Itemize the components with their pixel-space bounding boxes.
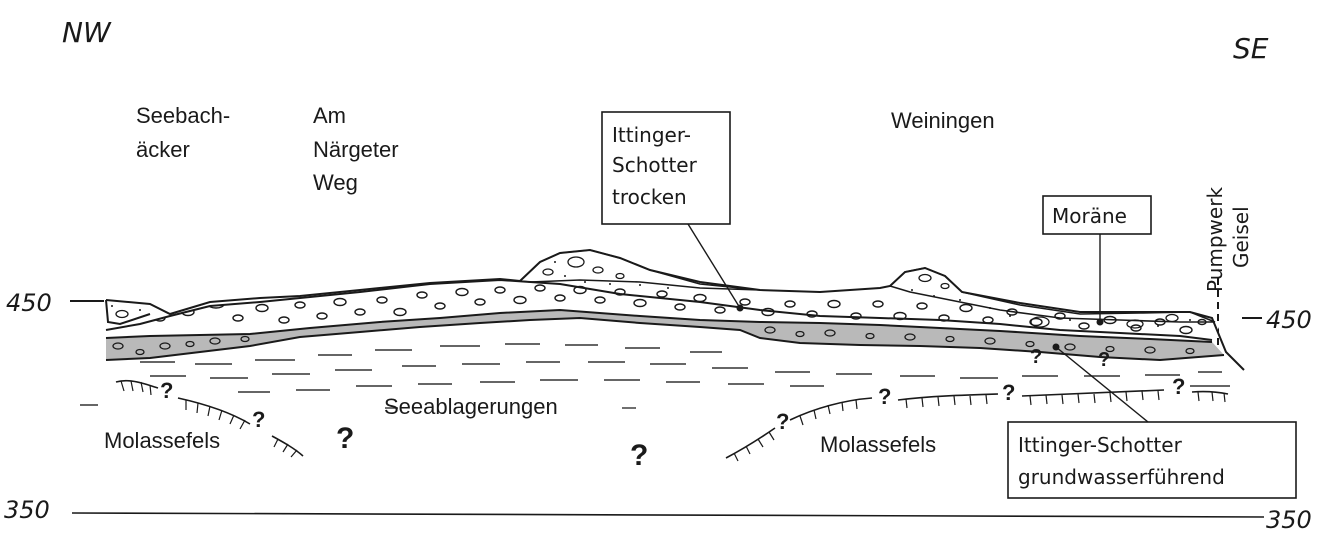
label-seeablagerungen: Seeablagerungen — [384, 394, 558, 419]
callout-moraene: Moräne — [1043, 196, 1151, 326]
question-mark: ? — [878, 384, 891, 409]
elevation-450-left: 450 — [6, 289, 52, 317]
orientation-nw-label: NW — [62, 16, 112, 49]
location-seebachaecker-line2: äcker — [136, 137, 190, 162]
location-pumpwerk-line2: Geisel — [1229, 206, 1253, 268]
callout-text: Moräne — [1052, 204, 1127, 228]
location-weiningen: Weiningen — [891, 108, 995, 133]
leader-dot — [737, 305, 744, 312]
question-mark: ? — [776, 409, 789, 434]
elevation-350-baseline — [72, 513, 1264, 517]
question-mark: ? — [630, 439, 648, 472]
location-am-naergeter-weg: Am Närgeter Weg — [313, 103, 399, 195]
callout-line3: trocken — [612, 185, 687, 209]
location-naergeter-line2: Närgeter — [313, 137, 399, 162]
location-seebachaecker: Seebach- äcker — [136, 103, 230, 162]
question-mark: ? — [252, 407, 265, 432]
question-mark: ? — [1002, 380, 1015, 405]
label-molassefels-right: Molassefels — [820, 432, 936, 457]
orientation-se-label: SE — [1233, 32, 1269, 65]
location-pumpwerk-line1: Pumpwerk — [1203, 187, 1227, 292]
callout-ittinger-grundwasser: Ittinger-Schotter grundwasserführend — [1008, 344, 1296, 499]
question-mark: ? — [1030, 346, 1042, 368]
question-mark: ? — [160, 378, 173, 403]
elevation-450-right: 450 — [1266, 306, 1312, 334]
location-naergeter-line1: Am — [313, 103, 346, 128]
callout-line2: Schotter — [612, 153, 698, 177]
leader-dot — [1097, 319, 1104, 326]
elevation-350-left: 350 — [4, 496, 50, 524]
location-naergeter-line3: Weg — [313, 170, 358, 195]
elevation-350-right: 350 — [1266, 506, 1312, 534]
location-seebachaecker-line1: Seebach- — [136, 103, 230, 128]
callout-line2: grundwasserführend — [1018, 465, 1225, 489]
label-molassefels-left: Molassefels — [104, 428, 220, 453]
question-mark: ? — [336, 422, 354, 455]
callout-line1: Ittinger- — [612, 123, 691, 147]
leader-dot — [1053, 344, 1060, 351]
callout-line1: Ittinger-Schotter — [1018, 433, 1183, 457]
question-mark: ? — [1172, 374, 1185, 399]
question-mark: ? — [1098, 349, 1110, 371]
